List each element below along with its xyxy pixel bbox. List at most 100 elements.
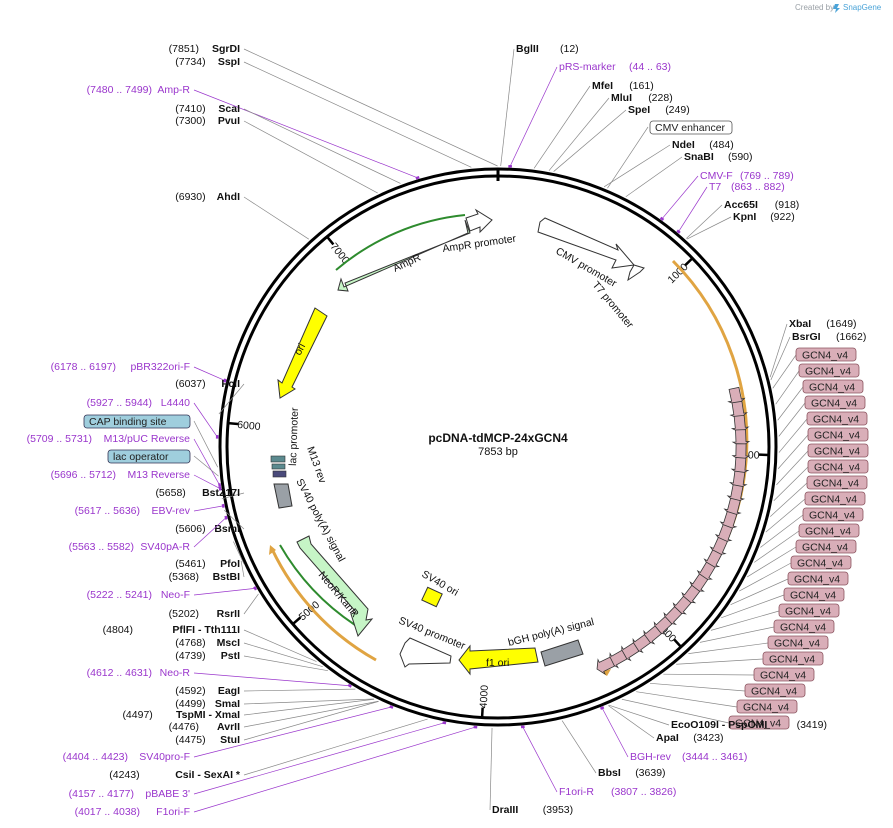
primer-label[interactable]: Amp-R — [157, 84, 190, 96]
enzyme-label[interactable]: NdeI — [672, 139, 695, 151]
gcn4-badge[interactable] — [795, 347, 857, 362]
primer-label[interactable]: M13/pUC Reverse — [104, 433, 191, 445]
feature-badge[interactable] — [83, 414, 191, 429]
enzyme-label[interactable]: MscI — [217, 637, 240, 649]
primer-label[interactable]: T7 — [709, 181, 721, 193]
lac-operator-feature[interactable] — [270, 455, 286, 463]
enzyme-label[interactable]: BsrGI — [792, 331, 821, 343]
gcn4-badge[interactable] — [804, 395, 866, 410]
m13-rev-feature[interactable] — [271, 463, 286, 470]
gcn4-badge[interactable] — [807, 459, 869, 474]
site-leader-line — [243, 629, 317, 662]
gcn4-leader-line — [778, 402, 806, 437]
primer-label[interactable]: pBABE 3' — [145, 788, 190, 800]
enzyme-label[interactable]: CsiI - SexAI * — [175, 769, 241, 781]
enzyme-label[interactable]: AvrII — [217, 721, 240, 733]
enzyme-label[interactable]: PvuI — [218, 115, 240, 127]
primer-label[interactable]: pBR322ori-F — [130, 361, 190, 373]
enzyme-label[interactable]: AhdI — [217, 191, 240, 203]
site-leader-line — [193, 517, 227, 548]
enzyme-label[interactable]: SspI — [218, 56, 240, 68]
primer-label[interactable]: L4440 — [161, 397, 190, 409]
enzyme-label[interactable]: StuI — [220, 734, 240, 746]
enzyme-label[interactable]: KpnI — [733, 211, 756, 223]
site-leader-line — [769, 323, 788, 378]
primer-label[interactable]: SV40pA-R — [140, 541, 190, 553]
enzyme-label[interactable]: RsrII — [217, 608, 240, 620]
primer-label[interactable]: CMV-F — [700, 170, 733, 182]
enzyme-label[interactable]: BbsI — [598, 767, 621, 779]
gcn4-badge[interactable] — [787, 571, 849, 586]
primer-label[interactable]: F1ori-F — [156, 806, 190, 818]
enzyme-label[interactable]: BsmI — [214, 523, 240, 535]
ampr-feature[interactable] — [337, 219, 471, 292]
t7-promoter-feature[interactable] — [627, 264, 645, 282]
feature-badge[interactable] — [649, 120, 733, 135]
sv40-polya-feature[interactable] — [273, 483, 293, 509]
primer-label[interactable]: pRS-marker — [559, 61, 616, 73]
gcn4-badge[interactable] — [744, 683, 806, 698]
primer-label[interactable]: Neo-F — [161, 589, 190, 601]
bgh-polya-feature[interactable] — [540, 639, 584, 667]
enzyme-label[interactable]: TspMI - XmaI — [176, 709, 240, 721]
gcn4-badge[interactable] — [806, 411, 868, 426]
enzyme-label[interactable]: MfeI — [592, 80, 613, 92]
ori-feature[interactable] — [277, 307, 328, 399]
gcn4-badge[interactable] — [736, 699, 798, 714]
primer-label[interactable]: EBV-rev — [151, 505, 190, 517]
neor-feature[interactable] — [296, 535, 374, 638]
enzyme-label[interactable]: XbaI — [789, 318, 811, 330]
ampr-promoter-feature[interactable] — [465, 208, 493, 234]
site-position: (590) — [728, 151, 753, 163]
gcn4-badge[interactable] — [798, 363, 860, 378]
gcn4-badge[interactable] — [783, 587, 845, 602]
gcn4-badge[interactable] — [804, 491, 866, 506]
gcn4-leader-line — [739, 562, 792, 592]
gcn4-badge[interactable] — [807, 427, 869, 442]
enzyme-label[interactable]: ApaI — [656, 732, 679, 744]
f1-ori-feature[interactable] — [458, 644, 539, 676]
gcn4-badge[interactable] — [806, 475, 868, 490]
primer-label[interactable]: Neo-R — [160, 667, 191, 679]
enzyme-label[interactable]: PflFI - Tth111I — [172, 624, 240, 636]
enzyme-label[interactable]: PfoI — [220, 558, 240, 570]
enzyme-label[interactable]: DraIII — [492, 804, 518, 816]
gcn4-badge[interactable] — [762, 651, 824, 666]
sv40-ori-feature[interactable] — [421, 586, 443, 608]
enzyme-label[interactable]: PstI — [221, 650, 240, 662]
gcn4-badge[interactable] — [807, 443, 869, 458]
gcn4-badge[interactable] — [778, 603, 840, 618]
cap-binding-feature[interactable] — [272, 470, 287, 478]
primer-label[interactable]: F1ori-R — [559, 786, 594, 798]
gcn4-badge[interactable] — [767, 635, 829, 650]
enzyme-label[interactable]: SgrDI — [212, 43, 240, 55]
gcn4-badge[interactable] — [795, 539, 857, 554]
enzyme-label[interactable]: EcoO109I - PspOMI — [671, 719, 767, 731]
primer-label[interactable]: M13 Reverse — [128, 469, 191, 481]
gcn4-badge[interactable] — [753, 667, 815, 682]
gcn4-badge[interactable] — [773, 619, 835, 634]
enzyme-label[interactable]: MluI — [611, 92, 632, 104]
gcn4-leader-line — [621, 698, 730, 724]
enzyme-label[interactable]: ScaI — [218, 103, 240, 115]
gcn4-badge[interactable] — [798, 523, 860, 538]
gcn4-badge[interactable] — [802, 507, 864, 522]
enzyme-label[interactable]: BstZ17I — [202, 487, 240, 499]
enzyme-label[interactable]: SnaBI — [684, 151, 714, 163]
gcn4-repeat-arrow[interactable] — [594, 654, 616, 676]
feature-badge[interactable] — [107, 449, 191, 464]
gcn4-badge[interactable] — [790, 555, 852, 570]
orf-arc-neor — [270, 548, 377, 662]
gcn4-badge[interactable] — [728, 715, 790, 730]
enzyme-label[interactable]: BglII — [516, 43, 539, 55]
primer-label[interactable]: SV40pro-F — [139, 751, 190, 763]
gcn4-badge[interactable] — [802, 379, 864, 394]
enzyme-label[interactable]: SpeI — [628, 104, 650, 116]
enzyme-label[interactable]: SmaI — [215, 698, 240, 710]
enzyme-label[interactable]: BstBI — [213, 571, 241, 583]
enzyme-label[interactable]: Acc65I — [724, 199, 758, 211]
primer-label[interactable]: BGH-rev — [630, 751, 672, 763]
enzyme-label[interactable]: EagI — [218, 685, 240, 697]
sv40-promoter-feature[interactable] — [399, 637, 452, 668]
